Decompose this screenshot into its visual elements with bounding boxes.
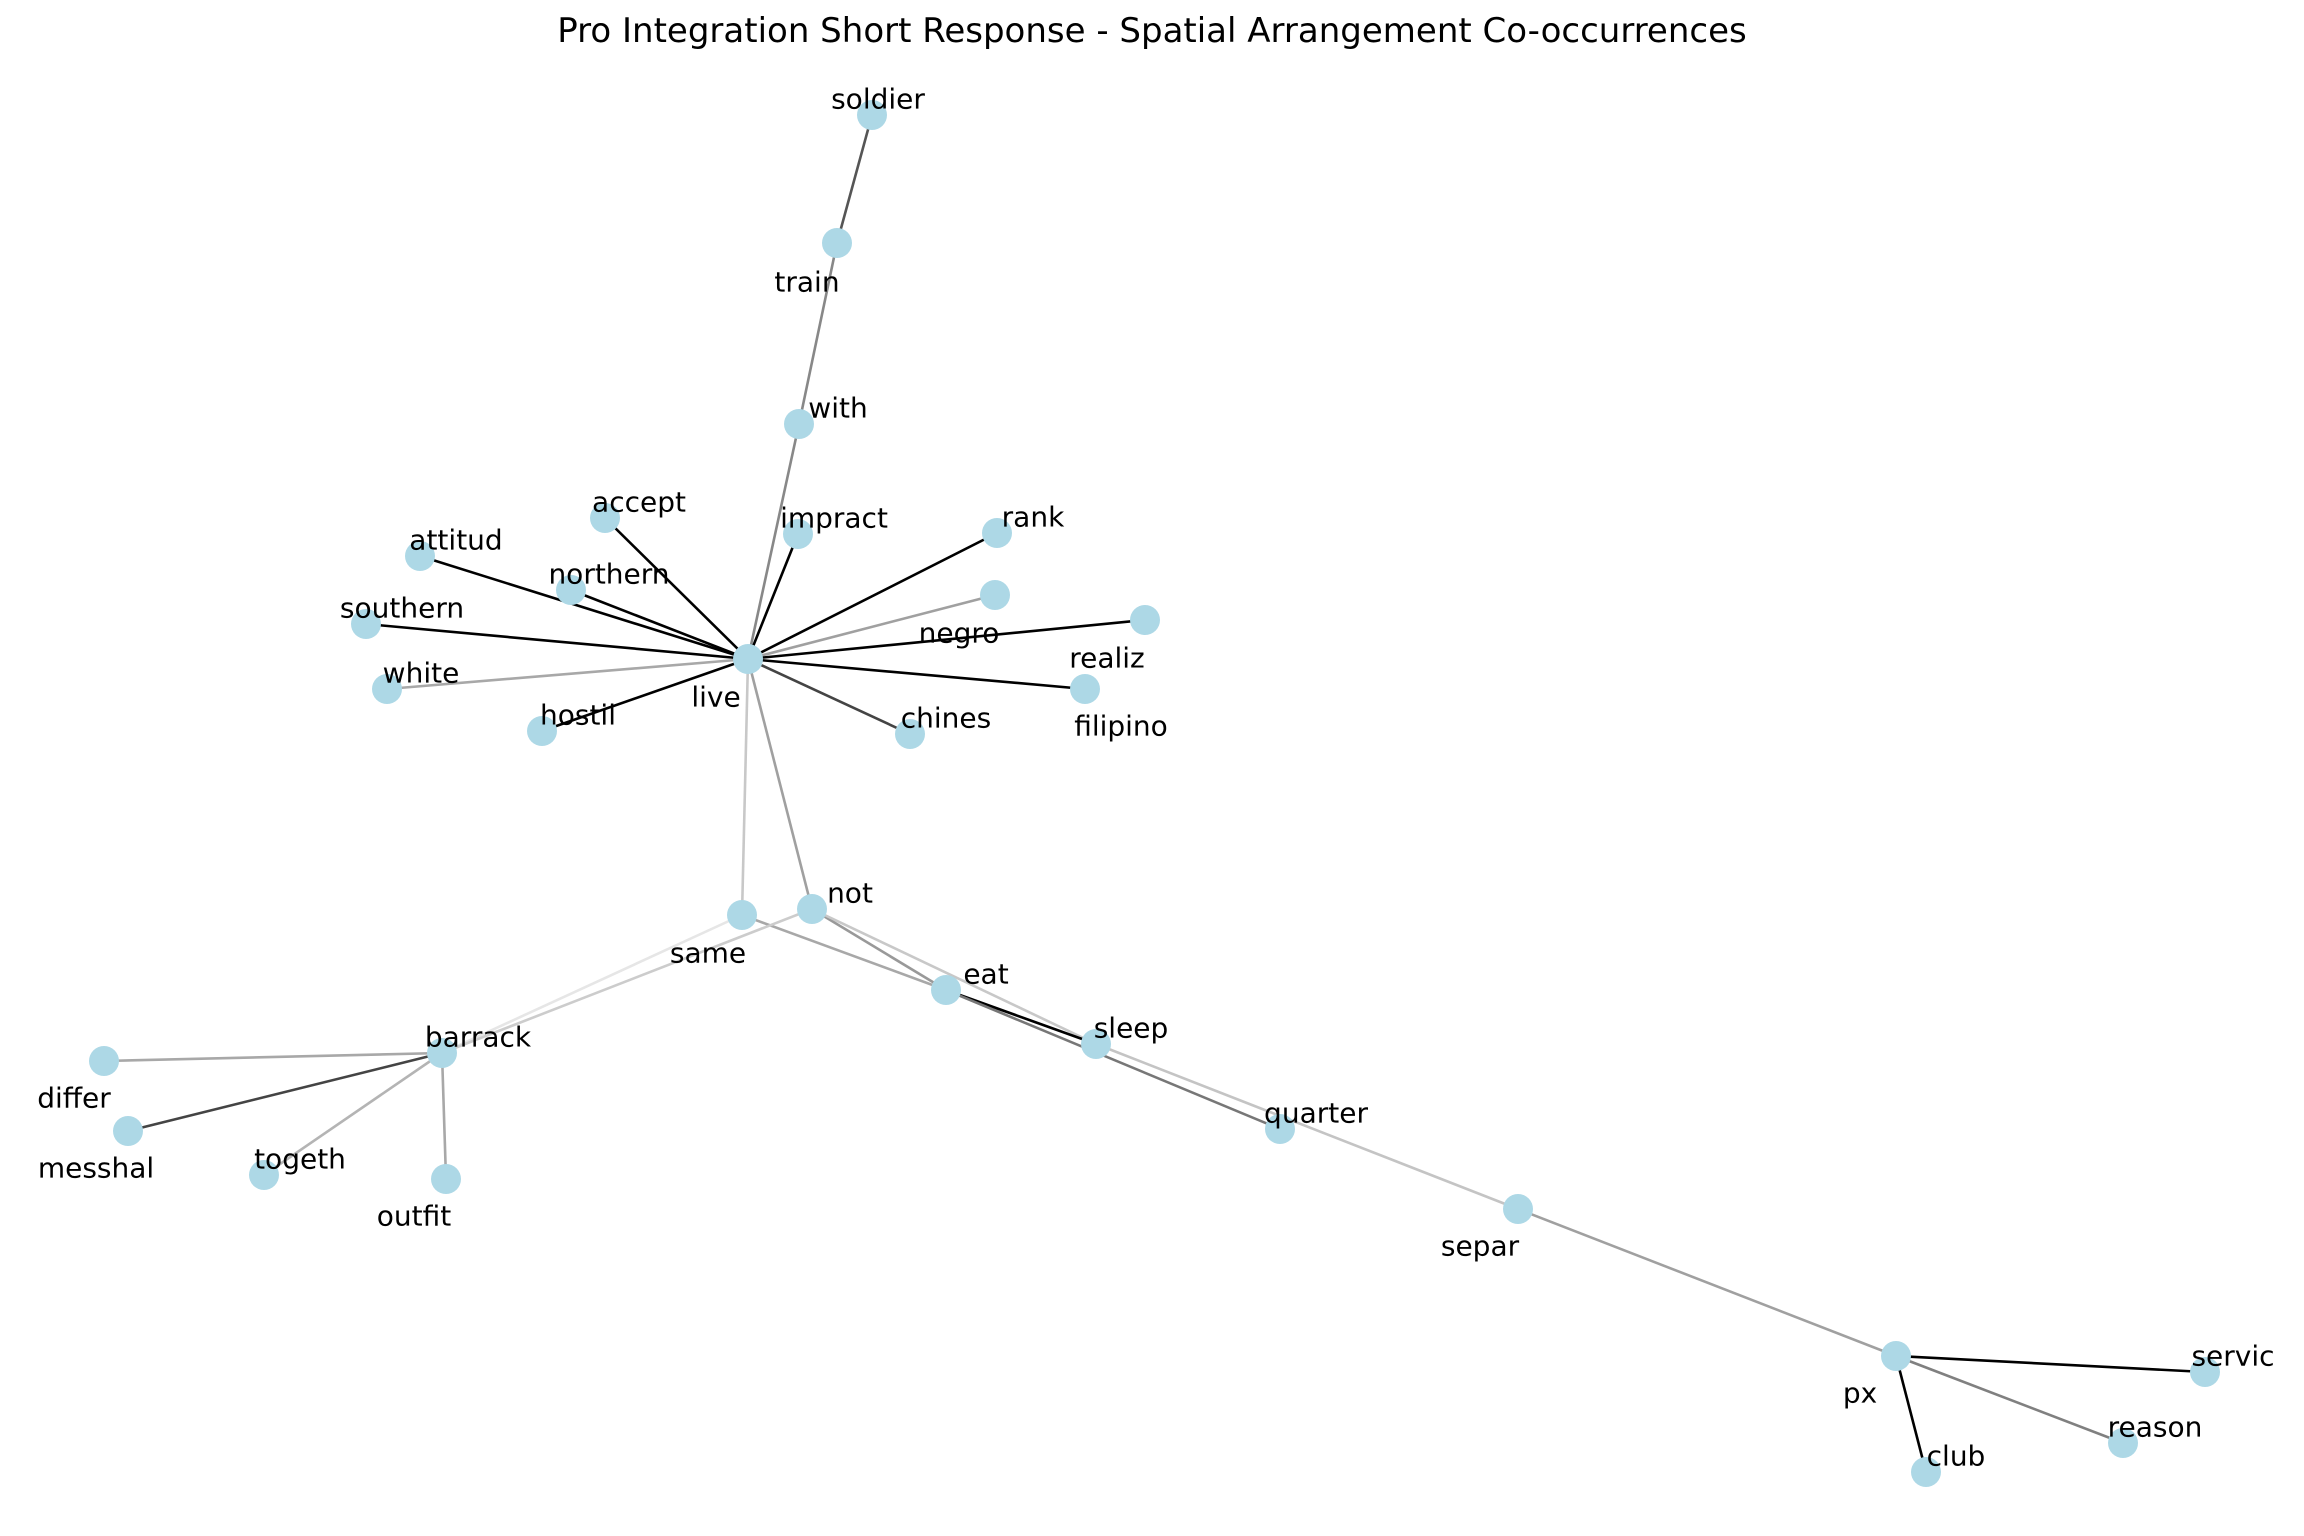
edge-negro-live [747, 593, 996, 661]
edge-filipino-live [747, 657, 1086, 691]
node-label-chines: chines [901, 702, 991, 735]
edge-hostil-live [541, 657, 749, 733]
node-label-white: white [383, 657, 460, 690]
edge-white-live [386, 657, 749, 691]
node-px[interactable] [1881, 1341, 1911, 1371]
node-label-reason: reason [2108, 1411, 2203, 1444]
node-label-outfit: outfit [377, 1200, 451, 1233]
node-label-impract: impract [780, 502, 888, 535]
node-label-not: not [827, 877, 873, 910]
node-not[interactable] [797, 894, 827, 924]
node-quarter[interactable] [1265, 1114, 1295, 1144]
node-realiz[interactable] [1130, 605, 1160, 635]
node-hostil[interactable] [527, 716, 557, 746]
edge-with-live [746, 423, 801, 660]
edge-eat-quarter [945, 988, 1281, 1131]
node-negro[interactable] [980, 580, 1010, 610]
edge-sleep-separ [1095, 1042, 1519, 1211]
node-label-filipino: filipino [1074, 710, 1168, 743]
node-northern[interactable] [556, 575, 586, 605]
edge-not-barrack [441, 907, 813, 1055]
node-chines[interactable] [895, 719, 925, 749]
node-label-with: with [808, 392, 867, 425]
node-club[interactable] [1911, 1457, 1941, 1487]
node-label-servic: servic [2191, 1340, 2274, 1373]
node-label-separ: separ [1441, 1230, 1520, 1263]
node-label-togeth: togeth [254, 1143, 346, 1176]
edge-soldier-train [835, 114, 874, 244]
node-barrack[interactable] [427, 1038, 457, 1068]
node-label-eat: eat [963, 958, 1008, 991]
edge-px-reason [1895, 1354, 2124, 1445]
edge-px-servic [1895, 1354, 2206, 1374]
node-label-hostil: hostil [540, 699, 616, 732]
node-soldier[interactable] [857, 100, 887, 130]
edge-barrack-differ [103, 1051, 443, 1063]
node-label-sleep: sleep [1094, 1012, 1169, 1045]
node-label-differ: differ [37, 1082, 111, 1115]
node-label-club: club [1927, 1440, 1986, 1473]
node-label-train: train [774, 266, 839, 299]
edge-chines-live [747, 657, 911, 736]
chart-title: Pro Integration Short Response - Spatial… [557, 11, 1746, 51]
node-label-rank: rank [1002, 501, 1065, 534]
edge-northern-live [570, 588, 749, 661]
node-label-live: live [691, 681, 740, 714]
node-label-messhal: messhal [38, 1152, 154, 1185]
edge-impract-live [746, 533, 800, 660]
node-label-same: same [670, 937, 746, 970]
node-attitud[interactable] [405, 541, 435, 571]
edge-not-sleep [811, 907, 1097, 1046]
node-outfit[interactable] [431, 1164, 461, 1194]
node-differ[interactable] [89, 1046, 119, 1076]
node-label-px: px [1843, 1377, 1877, 1410]
node-servic[interactable] [2190, 1357, 2220, 1387]
edge-realiz-live [747, 618, 1146, 661]
edge-px-club [1894, 1355, 1928, 1473]
node-train[interactable] [822, 228, 852, 258]
node-filipino[interactable] [1070, 674, 1100, 704]
node-togeth[interactable] [249, 1160, 279, 1190]
node-label-northern: northern [548, 558, 669, 591]
node-label-quarter: quarter [1264, 1097, 1368, 1130]
edge-not-eat [811, 907, 947, 992]
edge-accept-live [604, 517, 749, 660]
node-messhal[interactable] [113, 1116, 143, 1146]
node-eat[interactable] [931, 975, 961, 1005]
node-same[interactable] [727, 900, 757, 930]
node-live[interactable] [733, 644, 763, 674]
node-impract[interactable] [783, 519, 813, 549]
node-label-realiz: realiz [1069, 642, 1145, 675]
node-accept[interactable] [590, 503, 620, 533]
edge-same-eat [741, 913, 947, 992]
node-label-southern: southern [340, 592, 464, 625]
node-label-accept: accept [592, 486, 686, 519]
node-label-barrack: barrack [425, 1021, 532, 1054]
edge-separ-px [1517, 1207, 1897, 1358]
node-label-negro: negro [919, 617, 1000, 650]
edge-live-not [746, 658, 814, 910]
node-with[interactable] [784, 409, 814, 439]
edge-southern-live [365, 622, 749, 661]
node-southern[interactable] [351, 609, 381, 639]
node-label-soldier: soldier [831, 83, 925, 116]
edge-layer [103, 114, 2206, 1473]
node-separ[interactable] [1503, 1194, 1533, 1224]
edge-same-barrack [441, 913, 743, 1055]
node-label-attitud: attitud [409, 524, 502, 557]
edge-barrack-outfit [440, 1052, 448, 1180]
node-sleep[interactable] [1081, 1029, 1111, 1059]
edge-live-same [740, 658, 750, 916]
node-layer [89, 100, 2220, 1487]
edge-attitud-live [419, 554, 749, 661]
edge-barrack-messhal [127, 1051, 443, 1133]
node-reason[interactable] [2108, 1428, 2138, 1458]
label-layer: soldier train with accept impract rank attitud… [37, 83, 2274, 1473]
edge-train-with [797, 242, 839, 425]
node-rank[interactable] [982, 518, 1012, 548]
node-white[interactable] [372, 674, 402, 704]
edge-barrack-togeth [263, 1051, 443, 1177]
edge-rank-live [747, 531, 998, 661]
